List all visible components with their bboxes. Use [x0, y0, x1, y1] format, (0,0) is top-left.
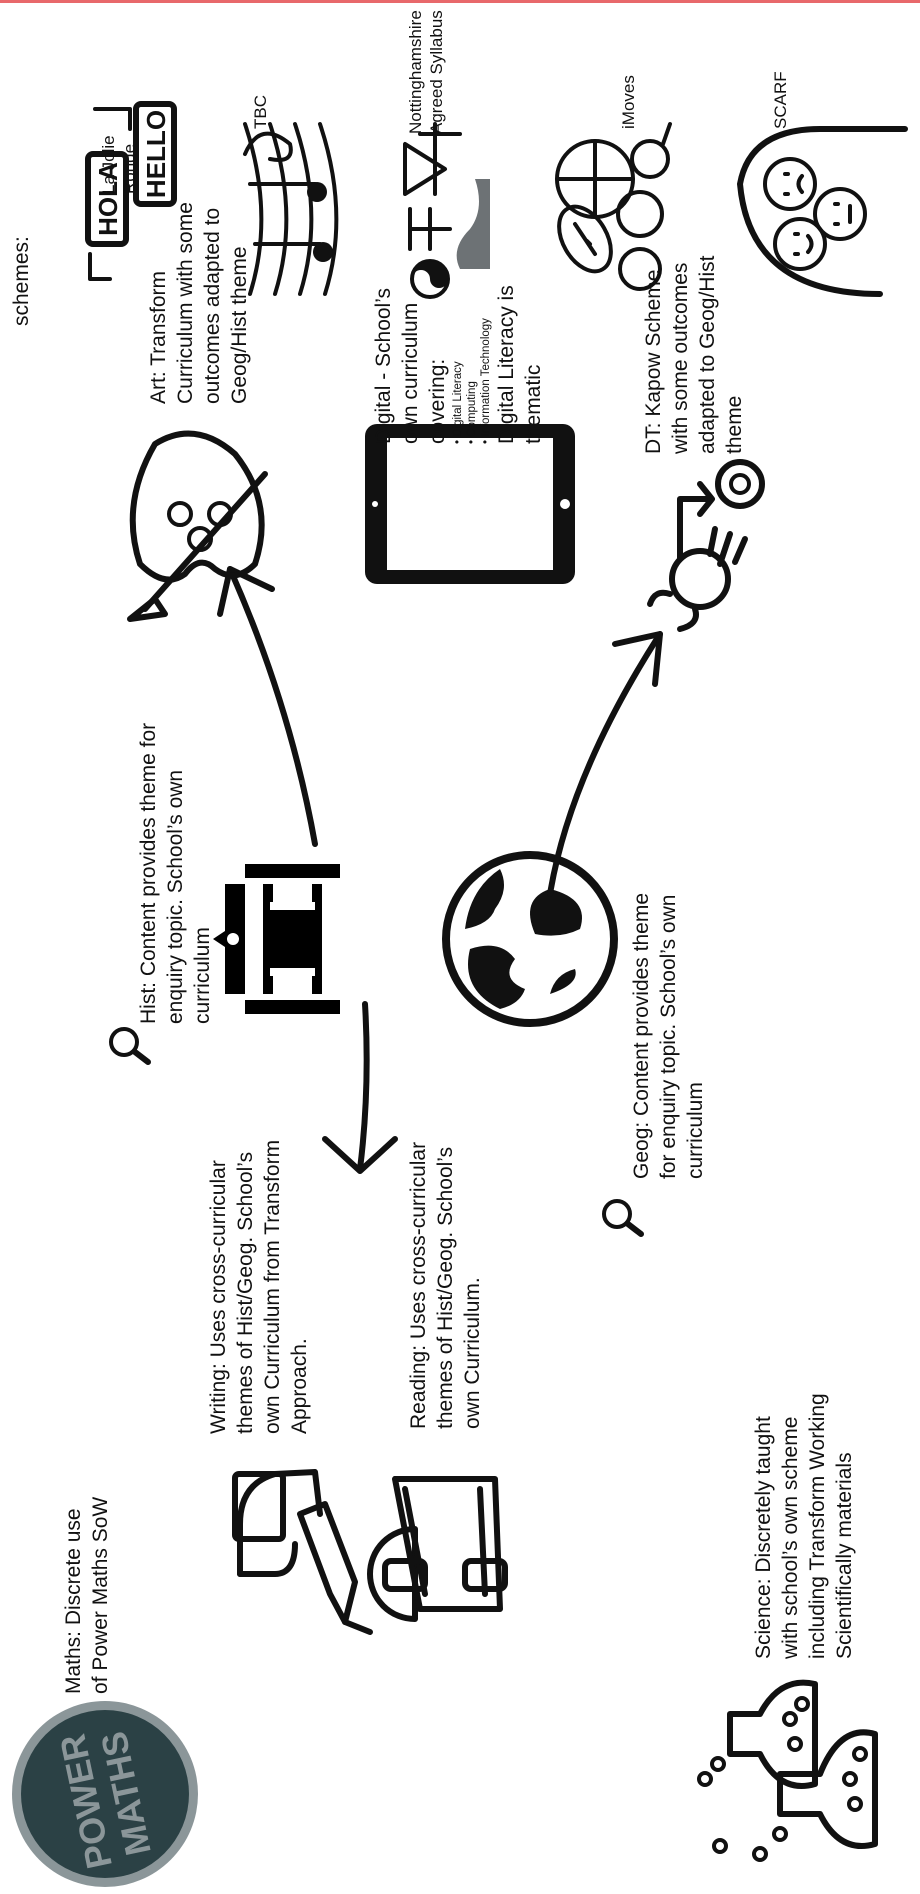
science-line: Science: Discretely taught: [752, 1416, 775, 1659]
maths-label-line: Maths: Discrete use: [62, 1508, 85, 1694]
digital-bullet: • Computing: [466, 381, 478, 444]
hola-hello-icon: HOLA HELLO: [85, 101, 177, 281]
scheme-label-line: SCARF: [771, 71, 790, 129]
arrow-up-icon: [547, 631, 663, 897]
digital-line: own curriculum: [399, 302, 422, 444]
scheme-label: SCARF: [770, 71, 791, 129]
dt-line: adapted to Geog/Hist: [696, 255, 719, 454]
reading-line: Reading: Uses cross-curricular: [407, 1141, 430, 1429]
writing-line: own Curriculum from Transform: [261, 1139, 284, 1434]
hist-line: Hist: Content provides theme for: [137, 722, 160, 1024]
arrow-up-icon: [217, 566, 318, 847]
writing-line: Approach.: [288, 1338, 311, 1434]
sports-balls-icon: [555, 122, 672, 291]
tablet-icon: [365, 424, 575, 584]
digital-line: Digital Literacy is: [495, 285, 518, 444]
flasks-icon: [697, 1679, 878, 1862]
arrow-down-icon: [322, 1001, 398, 1174]
scheme-label: Nottinghamshire Agreed Syllabus: [405, 10, 447, 134]
art-line: outcomes adapted to: [201, 207, 224, 404]
schemes-heading: schemes:: [10, 236, 33, 326]
hist-line: enquiry topic. School’s own: [164, 769, 187, 1024]
magnifier-icon: [602, 1199, 644, 1237]
palette-icon: [127, 430, 268, 622]
music-notes-icon: [243, 122, 339, 296]
reading-label: Reading: Uses cross-curricular themes of…: [405, 1142, 486, 1429]
science-label: Science: Discretely taught with school’s…: [750, 1393, 858, 1659]
scheme-label-line: Nottinghamshire: [406, 10, 425, 134]
scheme-label-line: TBC: [251, 95, 270, 129]
digital-bullet-text: Information Technology: [480, 318, 492, 437]
digital-bullet-text: Computing: [466, 381, 478, 437]
digital-line: Digital - School’s: [372, 287, 395, 444]
scheme-label-line: Agreed Syllabus: [427, 10, 446, 134]
scheme-label-line: La Jolie: [99, 135, 118, 194]
hola-text: HOLA: [93, 162, 123, 236]
scheme-label: La Jolie Ronde: [98, 135, 140, 194]
science-line: including Transform Working: [806, 1393, 829, 1659]
writing-line: themes of Hist/Geog. School’s: [234, 1151, 257, 1434]
reading-line: themes of Hist/Geog. School’s: [434, 1146, 457, 1429]
science-line: with school’s own scheme: [779, 1416, 802, 1659]
scheme-label-line: Ronde: [120, 143, 139, 194]
lightbulb-gear-icon: [647, 459, 765, 632]
religion-symbols-icon: [403, 122, 490, 299]
scheme-label-line: iMoves: [619, 75, 638, 129]
digital-bullet: • Information Technology: [480, 318, 492, 444]
science-line: Scientifically materials: [833, 1452, 856, 1659]
digital-bullet-text: Digital Literacy: [452, 361, 464, 437]
digital-bullet: • Digital Literacy: [452, 361, 464, 444]
hand-writing-icon: [232, 1469, 373, 1635]
magnifier-icon: [109, 1027, 151, 1065]
scheme-label: TBC: [250, 95, 271, 129]
writing-label: Writing: Uses cross-curricular themes of…: [205, 1140, 313, 1434]
hello-text: HELLO: [141, 110, 171, 198]
digital-label: Digital - School’s own curriculum coveri…: [370, 285, 547, 444]
hist-label: Hist: Content provides theme for enquiry…: [135, 723, 216, 1024]
maths-label-line: of Power Maths SoW: [89, 1496, 112, 1694]
digital-line: thematic: [522, 364, 545, 444]
geog-label: Geog: Content provides theme for enquiry…: [628, 893, 709, 1179]
digital-line: covering:: [426, 358, 449, 444]
reading-book-icon: [367, 1476, 508, 1622]
emotions-faces-icon: [737, 126, 908, 297]
geog-line: Geog: Content provides theme: [630, 892, 653, 1179]
geog-line: for enquiry topic. School’s own: [657, 894, 680, 1179]
globe-icon: [442, 851, 618, 1027]
museum-icon: [213, 864, 340, 1014]
hist-line: curriculum: [191, 927, 214, 1024]
reading-line: own Curriculum.: [461, 1277, 484, 1429]
power-maths-logo: POWER MATHS: [12, 1701, 198, 1887]
geog-line: curriculum: [684, 1082, 707, 1179]
top-accent-bar: [0, 0, 920, 3]
writing-line: Writing: Uses cross-curricular: [207, 1160, 230, 1434]
scheme-label: iMoves: [618, 75, 639, 129]
maths-label: Maths: Discrete use of Power Maths SoW: [60, 1497, 114, 1694]
